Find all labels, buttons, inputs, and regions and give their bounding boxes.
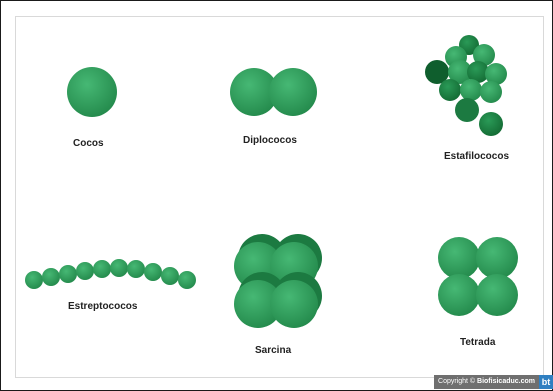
- estafilococos-shape: [425, 35, 507, 136]
- copyright-brand: Biofisicaduc.com: [477, 378, 535, 385]
- label-cocos: Cocos: [73, 138, 104, 149]
- brand-logo-icon: bt: [539, 375, 553, 389]
- cocos-shape: [67, 67, 117, 117]
- estreptococos-shape: [25, 259, 196, 289]
- label-estreptococos: Estreptococos: [68, 301, 137, 312]
- copyright-prefix: Copyright ©: [438, 378, 477, 385]
- label-diplococos: Diplococos: [243, 135, 297, 146]
- label-estafilococos: Estafilococos: [444, 151, 509, 162]
- sarcina-shape: [234, 234, 322, 328]
- label-sarcina: Sarcina: [255, 345, 291, 356]
- label-tetrada: Tetrada: [460, 337, 495, 348]
- copyright-banner: Copyright © Biofisicaduc.com: [434, 375, 539, 389]
- coccus-cell: [67, 67, 117, 117]
- diplococos-shape: [230, 68, 317, 116]
- coccus-cell: [269, 68, 317, 116]
- tetrada-shape: [438, 237, 518, 316]
